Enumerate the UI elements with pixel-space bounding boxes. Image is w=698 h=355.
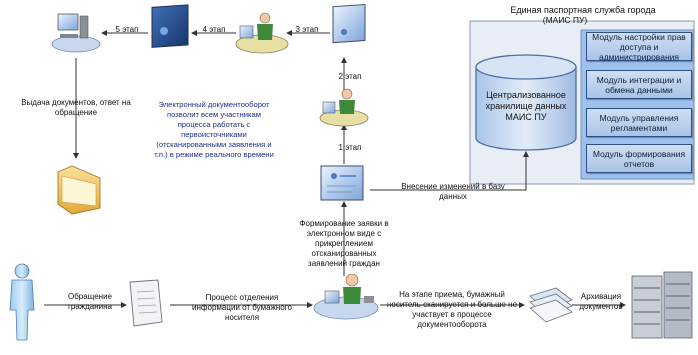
formation-label: Формирование заявки в электронном виде с… <box>299 219 389 268</box>
system-title: Единая паспортная служба города <box>510 5 656 15</box>
stage-5-label: 5 этап <box>115 25 139 34</box>
archive-label: Архивация документов <box>579 292 623 311</box>
monitor-icon-4 <box>151 4 189 48</box>
edo-note: Электронный документооборот позволит все… <box>154 100 274 159</box>
operator-icon-middle <box>319 88 369 127</box>
separation-label: Процесс отделения информации от бумажног… <box>192 293 292 322</box>
scan-note: На этапе приема, бумажный носитель скани… <box>386 290 518 329</box>
module-integration: Модуль интеграции и обмена данными <box>586 70 692 99</box>
workstation-icon <box>51 13 101 53</box>
flow-arrows <box>44 30 626 308</box>
citizen-icon <box>9 263 35 341</box>
system-subtitle: (МАИС ПУ) <box>542 15 588 25</box>
paper-document-icon <box>129 279 163 327</box>
monitor-icon-1 <box>320 165 364 201</box>
operator-icon-bottom <box>313 273 379 320</box>
stage-4-label: 4 этап <box>202 25 226 34</box>
module-access-admin: Модуль настройки прав доступа и админист… <box>586 32 692 62</box>
stage-2-label: 2 этап <box>338 72 362 81</box>
citizen-label: Обращение гражданина <box>67 292 113 311</box>
storage-label: Централизованное хранилище данных МАИС П… <box>485 90 567 122</box>
module-regulations: Модуль управления регламентами <box>586 108 692 137</box>
db-changes-label: Внесение изменений в базу данных <box>401 182 505 201</box>
module-reports: Модуль формирования отчетов <box>586 144 692 173</box>
archive-rack-icon <box>631 271 693 339</box>
folder-icon <box>57 165 101 215</box>
monitor-icon-3 <box>332 3 366 44</box>
database-cylinder-icon <box>475 54 577 151</box>
issue-label: Выдача документов, ответ на обращение <box>21 98 131 117</box>
operator-icon-top <box>235 12 289 54</box>
document-stack-icon <box>529 287 573 323</box>
stage-3-label: 3 этап <box>295 25 319 34</box>
stage-1-label: 1 этап <box>338 143 362 152</box>
